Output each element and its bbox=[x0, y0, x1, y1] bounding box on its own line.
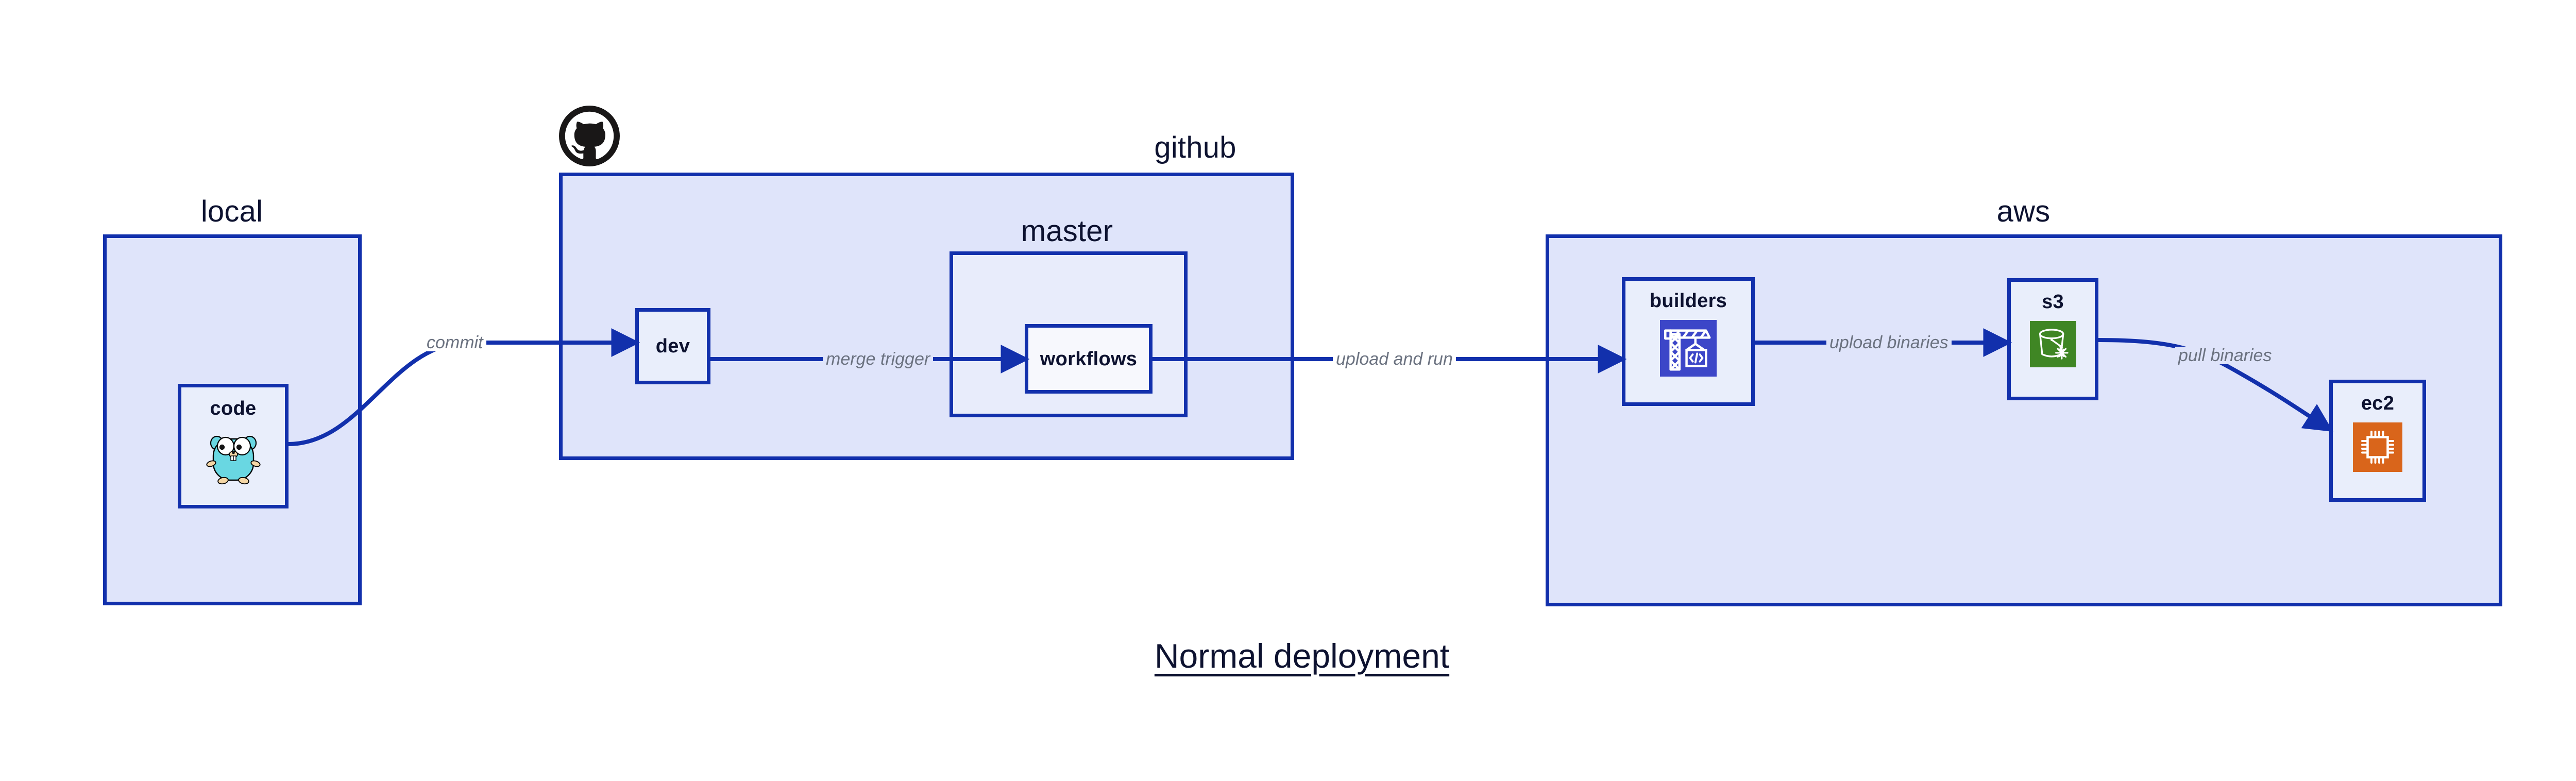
node-label-ec2: ec2 bbox=[2361, 393, 2395, 414]
group-label-github: github bbox=[1154, 131, 1236, 164]
diagram-title-text: Normal deployment bbox=[1154, 637, 1450, 675]
node-code[interactable]: code bbox=[178, 384, 289, 508]
edge-label-pull-binaries: pull binaries bbox=[2175, 347, 2275, 364]
group-label-local: local bbox=[200, 195, 263, 228]
node-label-code: code bbox=[210, 398, 257, 419]
node-label-builders: builders bbox=[1649, 290, 1727, 312]
node-workflows[interactable]: workflows bbox=[1025, 324, 1153, 394]
node-s3[interactable]: s3 bbox=[2007, 278, 2098, 400]
node-label-workflows: workflows bbox=[1040, 348, 1138, 370]
edge-label-upload-binaries: upload binaries bbox=[1826, 334, 1952, 351]
edge-label-merge-trigger: merge trigger bbox=[823, 350, 934, 368]
node-label-dev: dev bbox=[655, 335, 690, 357]
node-dev[interactable]: dev bbox=[635, 308, 710, 384]
aws-codebuild-icon bbox=[1660, 320, 1717, 377]
group-label-aws: aws bbox=[1996, 195, 2050, 228]
aws-ec2-icon bbox=[2353, 422, 2402, 472]
node-ec2[interactable]: ec2 bbox=[2329, 380, 2426, 502]
group-label-master: master bbox=[1021, 214, 1113, 248]
edge-label-upload-and-run: upload and run bbox=[1333, 350, 1456, 368]
edge-label-commit: commit bbox=[423, 334, 486, 351]
go-gopher-icon bbox=[205, 428, 262, 487]
node-label-s3: s3 bbox=[2042, 291, 2064, 313]
node-builders[interactable]: builders bbox=[1622, 277, 1755, 406]
diagram-title: Normal deployment bbox=[0, 639, 2576, 673]
aws-s3-glacier-icon bbox=[2029, 321, 2076, 367]
github-octocat-logo bbox=[559, 106, 620, 166]
